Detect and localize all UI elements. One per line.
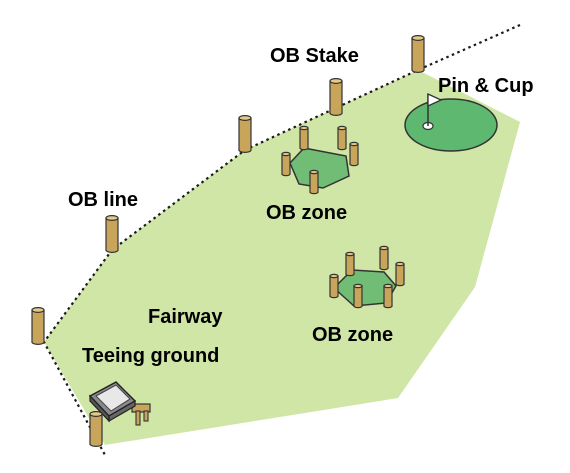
ob-zone-lower-label: OB zone (312, 324, 393, 346)
ob-zone-stake-icon (345, 251, 355, 277)
ob-zone-stake-icon (395, 261, 405, 287)
ob-stake-label: OB Stake (270, 45, 359, 67)
ob-zone-stake-icon (329, 273, 339, 299)
ob-line (42, 23, 521, 456)
putting-green (404, 92, 498, 152)
ob-zone-stake-icon (299, 125, 309, 151)
boundary-stake-icon (105, 215, 119, 254)
tee-marker-icon (88, 381, 151, 426)
boundary-stake-icon (89, 411, 103, 448)
boundary-stake-icon (238, 114, 252, 154)
fairway-label: Fairway (148, 306, 223, 328)
fairway-area (44, 70, 520, 445)
ob-zone-stake-icon (309, 169, 319, 195)
ob-zone-stake-icon (379, 245, 389, 271)
ob-zone-stake-icon (383, 283, 393, 309)
pin-flag-icon (427, 92, 443, 126)
ob-zone-upper-label: OB zone (266, 202, 347, 224)
ob-zone-stake-icon (281, 151, 291, 177)
teeing-ground-label: Teeing ground (82, 345, 219, 367)
boundary-stake-icon (31, 307, 45, 346)
stakes-group (31, 34, 425, 448)
ob-zone-stake-icon (353, 283, 363, 309)
ob-zone-stake-icon (337, 125, 347, 151)
ob-line-label: OB line (68, 189, 138, 211)
boundary-stake-icon (329, 77, 343, 116)
boundary-stake-icon (411, 34, 425, 73)
ob-zone-stake-icon (349, 141, 359, 167)
pin-and-cup-label: Pin & Cup (438, 75, 534, 97)
